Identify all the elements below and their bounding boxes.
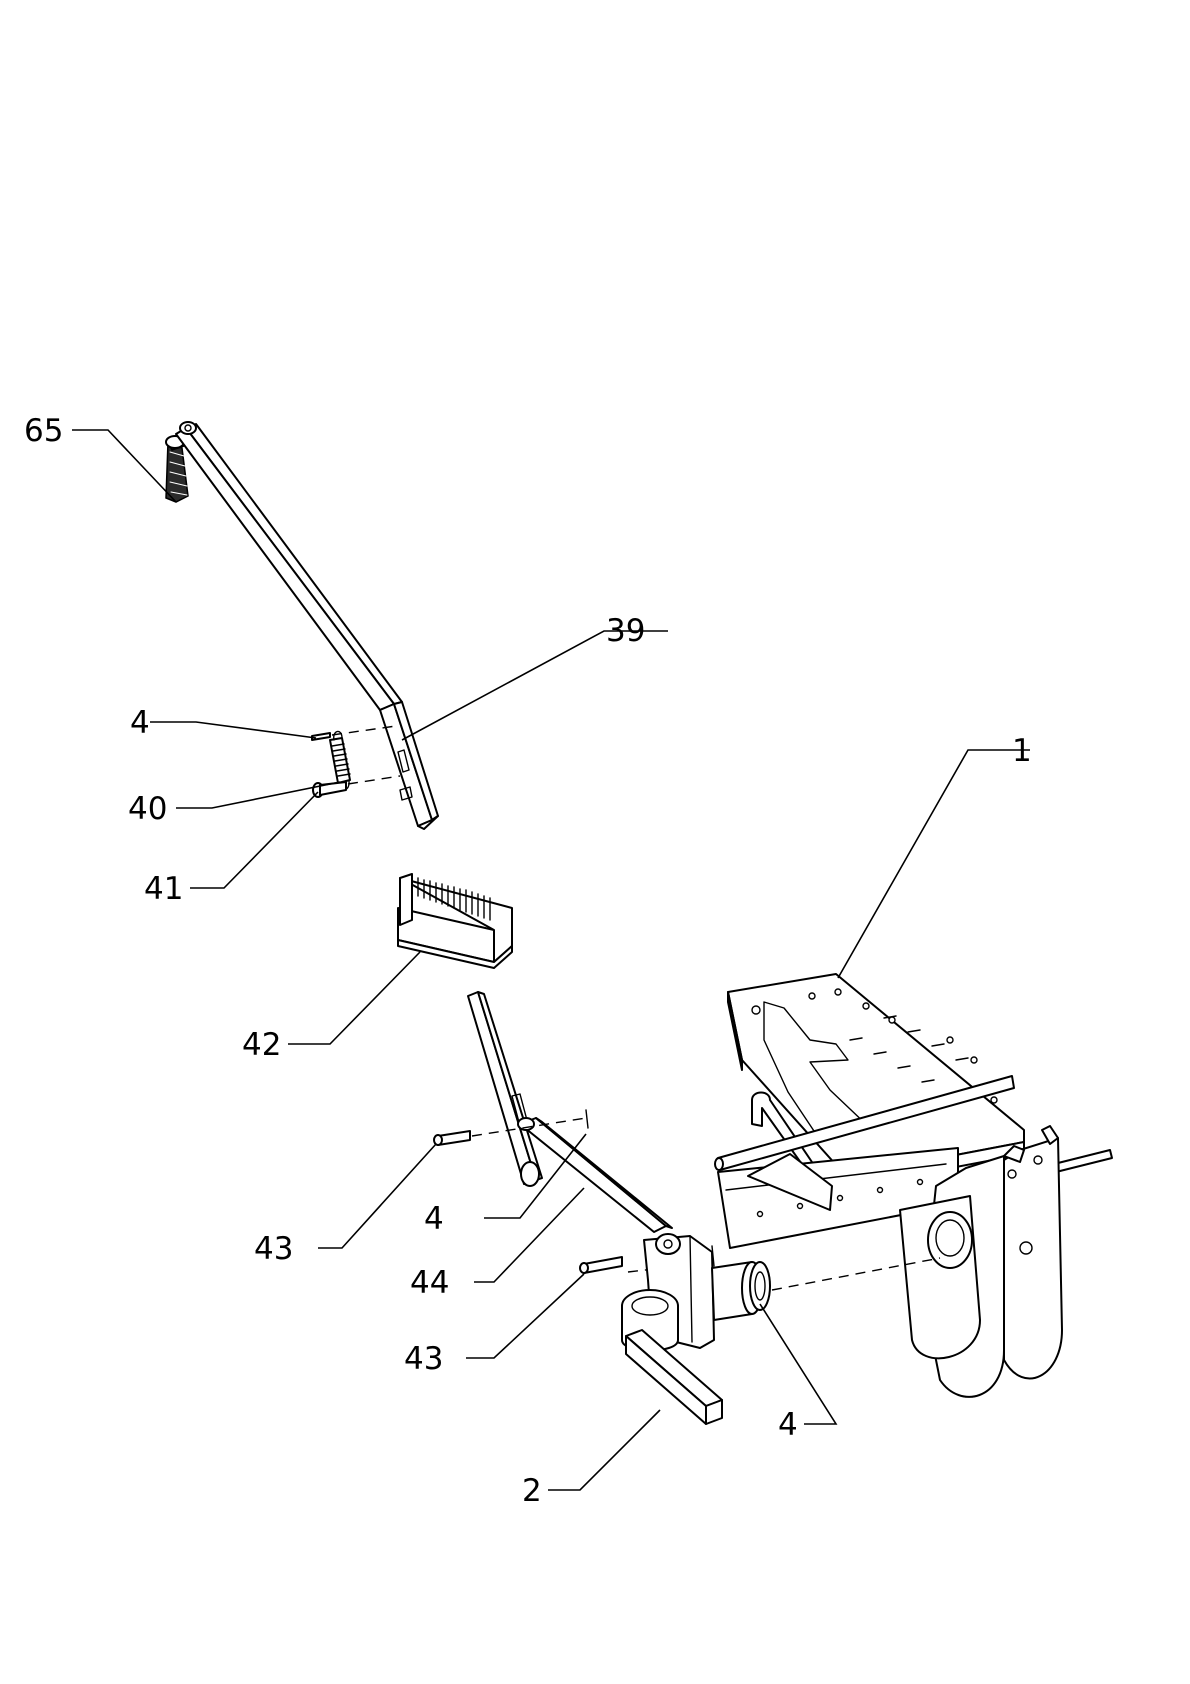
part-39-lever-arm	[175, 421, 439, 830]
callout-4-upper: 4	[130, 705, 150, 741]
assembly-line-axis	[771, 1257, 941, 1291]
part-4-pin-upper	[311, 732, 331, 741]
part-1-main-frame	[714, 973, 1113, 1398]
callout-41: 41	[144, 871, 183, 907]
part-2-shaft-and-bar	[621, 1289, 723, 1425]
callout-43-lower: 43	[404, 1341, 443, 1377]
callout-4-middle: 4	[424, 1201, 444, 1237]
part-4-pin-middle	[585, 1109, 589, 1129]
callout-1: 1	[1012, 733, 1032, 769]
part-42-notched-quadrant	[397, 873, 513, 969]
callout-65: 65	[24, 413, 63, 449]
part-lower-lever	[467, 991, 543, 1187]
callout-42: 42	[242, 1027, 281, 1063]
callout-39: 39	[606, 613, 645, 649]
assembly-lines-upper	[331, 725, 401, 785]
callout-4-lower: 4	[778, 1407, 798, 1443]
callout-2: 2	[522, 1473, 542, 1509]
callout-labels: 65 39 4 40 41 1 42 43 4 44 43 4 2	[24, 413, 1032, 1509]
callout-44: 44	[410, 1265, 449, 1301]
part-44-link-rod	[517, 1117, 673, 1233]
callout-40: 40	[128, 791, 167, 827]
part-40-spring	[329, 730, 351, 791]
callout-43-upper: 43	[254, 1231, 293, 1267]
leader-lines	[72, 429, 1030, 1491]
part-43-pin-upper	[433, 1130, 471, 1146]
part-43-pin-lower	[579, 1256, 623, 1274]
